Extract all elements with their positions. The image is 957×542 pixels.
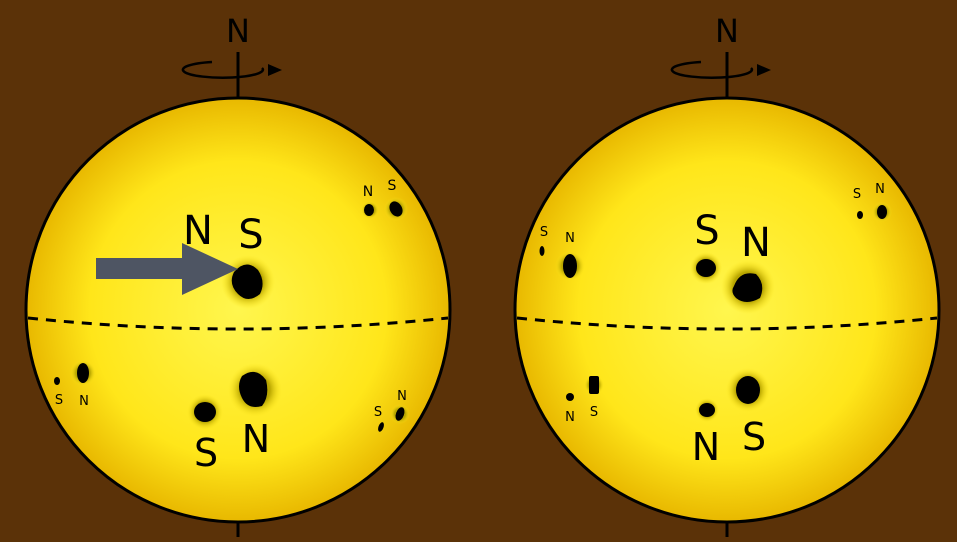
sunspot — [539, 246, 545, 256]
sunspot — [364, 204, 374, 216]
polarity-label: S — [374, 405, 382, 420]
sun-disk — [24, 96, 452, 524]
polarity-label: S — [590, 405, 598, 420]
sunspot — [699, 403, 715, 417]
polarity-label: N — [875, 182, 885, 197]
solar-equator — [516, 316, 938, 331]
polarity-label: N — [397, 389, 407, 404]
polarity-label: S — [388, 178, 397, 194]
polarity-label: S — [540, 225, 548, 240]
right-sun: N S N N S S N S N — [513, 12, 941, 537]
sunspot — [378, 422, 384, 432]
solar-equator — [27, 316, 449, 331]
north-pole-label: N — [226, 12, 250, 50]
counterclockwise-rotation-arrow-icon — [670, 60, 771, 79]
sunspot — [239, 371, 268, 407]
sunspot — [194, 402, 216, 422]
polarity-label: N — [242, 417, 270, 461]
sunspot — [877, 205, 887, 219]
sunspot — [589, 376, 599, 394]
polarity-label: S — [853, 187, 861, 202]
north-pole-label: N — [715, 12, 739, 50]
sunspot — [736, 376, 760, 404]
counterclockwise-rotation-arrow-icon — [181, 60, 282, 79]
polarity-label: N — [565, 410, 575, 425]
sunspot — [696, 259, 716, 277]
right-arrow-icon — [96, 243, 238, 295]
sunspot — [563, 254, 577, 278]
sunspot — [54, 377, 60, 385]
polarity-label: N — [692, 425, 720, 469]
polarity-label: S — [194, 431, 218, 475]
polarity-label: S — [55, 393, 63, 408]
sunspot — [566, 393, 574, 401]
polarity-label: S — [742, 415, 766, 459]
polarity-label: N — [741, 220, 771, 266]
sunspot — [389, 201, 403, 217]
sunspot — [231, 264, 263, 299]
polarity-label: S — [238, 212, 263, 258]
sunspot — [732, 273, 763, 302]
polarity-label: N — [565, 231, 575, 246]
left-sun: N N S S N N S S N S — [24, 12, 452, 537]
sun-disk — [513, 96, 941, 524]
sunspot — [857, 211, 863, 219]
sunspot — [395, 407, 405, 421]
polarity-label: S — [694, 208, 719, 254]
polarity-label: N — [79, 394, 89, 409]
polarity-label: N — [363, 184, 373, 200]
sunspot — [77, 363, 89, 383]
